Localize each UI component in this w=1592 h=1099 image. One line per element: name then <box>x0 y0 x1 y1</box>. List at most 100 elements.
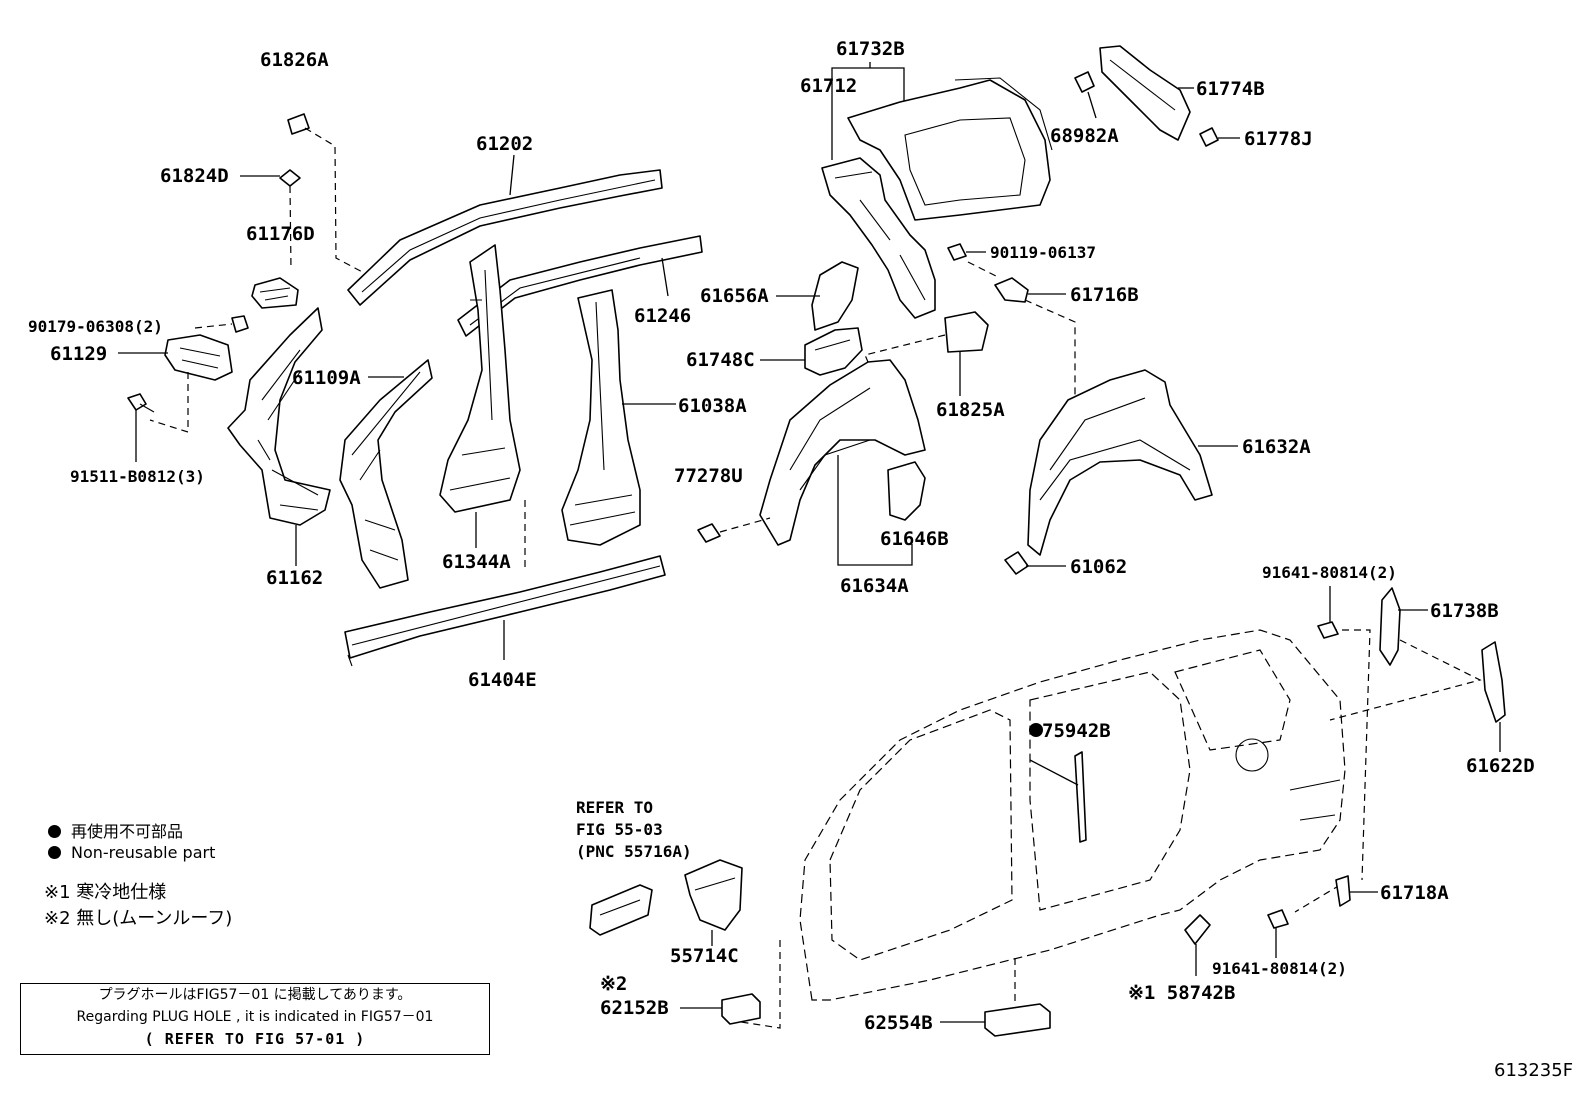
part-61622D[interactable] <box>1481 641 1506 752</box>
label-61732B[interactable]: 61732B <box>836 38 905 60</box>
note-line-jp: プラグホールはFIG57－01 に掲載してあります。 <box>98 987 412 1003</box>
nonreusable-dot <box>1029 723 1043 737</box>
label-61826A[interactable]: 61826A <box>260 49 329 71</box>
part-90119-bolt[interactable] <box>947 243 1001 279</box>
part-91641-bolt-lower[interactable] <box>1267 909 1289 958</box>
legend-jp-text: 再使用不可部品 <box>71 822 184 841</box>
part-61748C[interactable] <box>760 327 863 376</box>
label-61748C[interactable]: 61748C <box>686 349 755 371</box>
part-55716A[interactable] <box>589 884 653 936</box>
part-61109A[interactable] <box>339 359 433 589</box>
plug-hole-note: プラグホールはFIG57－01 に掲載してあります。 Regarding PLU… <box>20 983 490 1055</box>
legend-nonreusable-en: Non-reusable part <box>48 843 215 862</box>
label-75942B[interactable]: 75942B <box>1042 720 1111 742</box>
part-61826A[interactable] <box>287 113 369 276</box>
part-61656A[interactable] <box>776 261 859 331</box>
legend-nonreusable-jp: 再使用不可部品 <box>48 818 183 842</box>
part-61038A[interactable] <box>561 289 676 546</box>
legend-note1: ※1 寒冷地仕様 <box>44 882 167 903</box>
label-61344A[interactable]: 61344A <box>442 551 511 573</box>
label-61129[interactable]: 61129 <box>50 343 107 365</box>
part-61632A[interactable] <box>1027 369 1238 556</box>
part-68982A[interactable] <box>1074 71 1097 119</box>
label-61246[interactable]: 61246 <box>634 305 691 327</box>
part-61162[interactable] <box>227 307 331 566</box>
label-61038A[interactable]: 61038A <box>678 395 747 417</box>
part-61712[interactable] <box>847 77 1053 221</box>
part-61634A[interactable] <box>759 359 926 566</box>
label-61202[interactable]: 61202 <box>476 133 533 155</box>
part-91511-bolt[interactable] <box>127 393 155 462</box>
label-61109A[interactable]: 61109A <box>292 367 361 389</box>
label-61404E[interactable]: 61404E <box>468 669 537 691</box>
part-61404E[interactable] <box>344 555 666 667</box>
part-61202[interactable] <box>347 154 663 306</box>
body-side-outline <box>799 629 1346 1001</box>
label-61656A[interactable]: 61656A <box>700 285 769 307</box>
part-62152B[interactable] <box>680 993 761 1025</box>
part-90179-nut[interactable] <box>194 315 249 333</box>
label-61716B[interactable]: 61716B <box>1070 284 1139 306</box>
figure-number: 613235F <box>1494 1060 1574 1081</box>
label-61738B[interactable]: 61738B <box>1430 600 1499 622</box>
part-61774B[interactable] <box>1099 45 1194 141</box>
bullet-icon <box>48 846 61 859</box>
label-62152B[interactable]: 62152B <box>600 997 669 1019</box>
part-61646B[interactable] <box>887 461 926 521</box>
refer-line1: REFER TO <box>576 798 654 817</box>
part-91641-bolt-upper[interactable] <box>1317 586 1339 639</box>
note-line-en: Regarding PLUG HOLE , it is indicated in… <box>76 1009 434 1025</box>
label-62152B-mark: ※2 <box>600 973 627 995</box>
label-61622D[interactable]: 61622D <box>1466 755 1535 777</box>
part-61718A[interactable] <box>1335 875 1378 907</box>
label-61824D[interactable]: 61824D <box>160 165 229 187</box>
part-61344A[interactable] <box>439 244 526 570</box>
label-61162[interactable]: 61162 <box>266 567 323 589</box>
legend-en-text: Non-reusable part <box>71 843 216 862</box>
part-61778J[interactable] <box>1199 127 1240 147</box>
label-68982A[interactable]: 68982A <box>1050 125 1119 147</box>
label-90119[interactable]: 90119-06137 <box>990 243 1096 262</box>
label-90179[interactable]: 90179-06308(2) <box>28 317 163 336</box>
part-61824D[interactable] <box>240 169 301 271</box>
label-61176D[interactable]: 61176D <box>246 223 315 245</box>
leader-dashes-right <box>727 629 1482 1029</box>
leader-61732B <box>831 62 905 160</box>
part-75942B[interactable] <box>1029 723 1087 843</box>
label-61062[interactable]: 61062 <box>1070 556 1127 578</box>
label-91511[interactable]: 91511-B0812(3) <box>70 467 205 486</box>
label-61774B[interactable]: 61774B <box>1196 78 1265 100</box>
label-61646B[interactable]: 61646B <box>880 528 949 550</box>
part-77278U[interactable] <box>697 517 771 543</box>
part-61716B[interactable] <box>994 277 1076 400</box>
label-62554B[interactable]: 62554B <box>864 1012 933 1034</box>
label-91641-upper[interactable]: 91641-80814(2) <box>1262 563 1397 582</box>
label-61632A[interactable]: 61632A <box>1242 436 1311 458</box>
refer-note[interactable]: REFER TO FIG 55-03 (PNC 55716A) <box>576 797 692 863</box>
label-61634A[interactable]: 61634A <box>840 575 909 597</box>
part-61712-pillar[interactable] <box>821 157 936 319</box>
part-58742B[interactable] <box>1184 914 1211 976</box>
label-61718A[interactable]: 61718A <box>1380 882 1449 904</box>
label-91641-lower[interactable]: 91641-80814(2) <box>1212 959 1347 978</box>
label-58742B[interactable]: ※1 58742B <box>1128 982 1235 1004</box>
label-61825A[interactable]: 61825A <box>936 399 1005 421</box>
part-61176D[interactable] <box>251 277 299 309</box>
note-line-refer[interactable]: ( REFER TO FIG 57-01 ) <box>144 1030 366 1048</box>
label-77278U[interactable]: 77278U <box>674 465 743 487</box>
label-55714C[interactable]: 55714C <box>670 945 739 967</box>
refer-line2: FIG 55-03 <box>576 820 663 839</box>
label-61712[interactable]: 61712 <box>800 75 857 97</box>
part-61738B[interactable] <box>1379 587 1428 666</box>
part-61129[interactable] <box>118 334 233 433</box>
refer-line3: (PNC 55716A) <box>576 842 692 861</box>
part-61825A[interactable] <box>864 311 989 396</box>
part-62554B[interactable] <box>940 1003 1051 1037</box>
part-61062[interactable] <box>1004 551 1066 575</box>
bullet-icon <box>48 825 61 838</box>
label-61778J[interactable]: 61778J <box>1244 128 1313 150</box>
legend-note2: ※2 無し(ムーンルーフ) <box>44 908 233 929</box>
part-55714C[interactable] <box>684 859 743 946</box>
